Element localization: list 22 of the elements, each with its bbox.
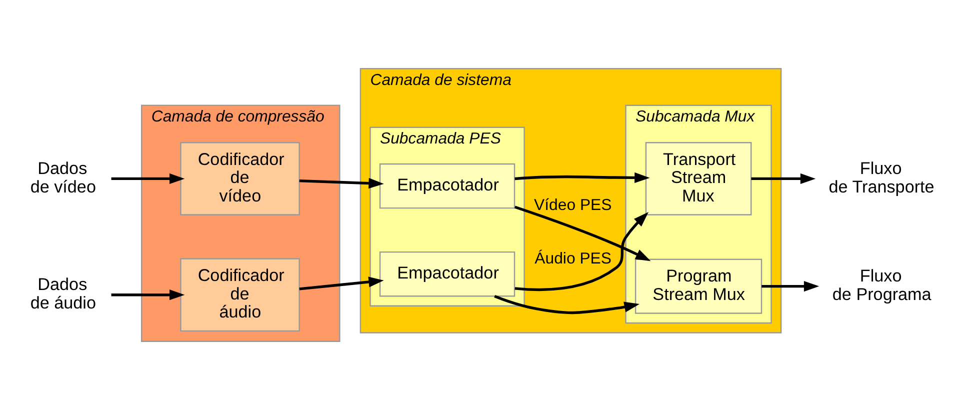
arrow (762, 280, 820, 292)
arrow (514, 205, 651, 261)
arrow (299, 177, 384, 188)
arrow (299, 276, 384, 290)
node-box: Empacotador (379, 250, 516, 296)
edge-label: Vídeo PES (534, 196, 612, 214)
node-box: Codificador de vídeo (180, 142, 300, 215)
arrow (111, 172, 185, 184)
arrow (514, 172, 650, 182)
arrow (514, 212, 649, 291)
edge-label: Áudio PES (534, 250, 612, 268)
arrow (111, 289, 185, 300)
node-text: Dados de vídeo (30, 158, 96, 196)
node-text: Fluxo de Transporte (828, 158, 934, 196)
node-text: Dados de áudio (30, 274, 96, 312)
node-text: Fluxo de Programa (832, 266, 932, 304)
node-box: Codificador de áudio (180, 258, 300, 332)
node-box: Transport Stream Mux (645, 142, 752, 215)
arrow (751, 172, 816, 184)
node-box: Empacotador (379, 162, 516, 208)
node-box: Program Stream Mux (634, 258, 762, 314)
arrow (494, 294, 640, 314)
